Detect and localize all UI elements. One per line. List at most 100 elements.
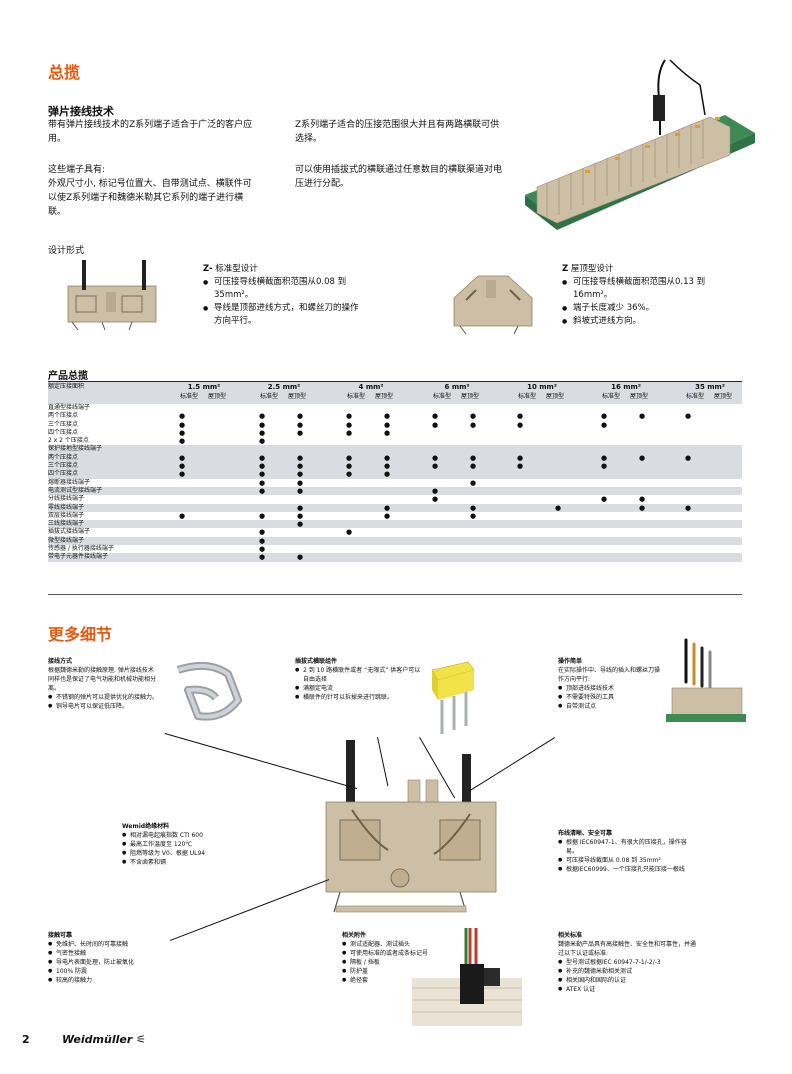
standard-bullet: 可压接导线横截面积范围从0.08 到 35mm²。: [203, 276, 363, 302]
availability-dot: ●: [258, 545, 266, 554]
product-table-title: 产品总揽: [48, 372, 742, 382]
accessories-bullet: 测试适配器、测试插头: [342, 940, 447, 949]
subheader-standard: 标准型: [259, 393, 278, 400]
size-header: 35 mm²: [695, 383, 725, 391]
wemid-bullet: 相对漏电起痕指数 CTI 600: [122, 831, 272, 840]
table-row: 零线接线端子●●●●●●: [48, 503, 742, 512]
availability-dot: ●: [383, 412, 391, 421]
availability-dot: ●: [431, 412, 439, 421]
availability-dot: ●: [383, 453, 391, 462]
subheader-roof: 屋顶型: [374, 393, 393, 400]
availability-dot: ●: [469, 478, 477, 487]
table-row: 2 x 2 个压接点●●: [48, 437, 742, 445]
operation-title: 操作简单: [558, 658, 583, 665]
operation-terminal-image: [666, 638, 746, 722]
connection-title: 接线方式: [48, 658, 73, 665]
availability-dot: ●: [296, 453, 304, 462]
roof-design-block: Z 屋顶型设计 可压接导线横截面积范围从0.13 到 16mm²。 端子长度减少…: [562, 263, 732, 328]
availability-dot: ●: [345, 470, 353, 479]
wiring-bullet: 可压接导线截面从 0.08 到 35mm²: [558, 856, 698, 865]
availability-dot: ●: [258, 528, 266, 537]
overview-para-5: 可以使用插拔式的横联通过任意数目的横联渠道对电压进行分配。: [295, 165, 503, 189]
crossconn-bullet: 满额定电流: [295, 684, 425, 693]
availability-dot: ●: [516, 462, 524, 471]
spring-tech-title: 弹片接线技术: [48, 105, 114, 118]
subheader-standard: 标准型: [346, 393, 365, 400]
availability-dot: ●: [296, 503, 304, 512]
contact-bullet: 较高的接触力: [48, 976, 178, 985]
availability-dot: ●: [516, 420, 524, 429]
availability-dot: ●: [383, 462, 391, 471]
standard-design-bullets: 可压接导线横截面积范围从0.08 到 35mm²。 导线是顶部进线方式，和螺丝刀…: [203, 276, 363, 328]
availability-dot: ●: [178, 437, 186, 446]
table-row: 传感器 / 执行器接线端子●: [48, 545, 742, 553]
subheader-standard: 标准型: [517, 393, 536, 400]
availability-dot: ●: [178, 511, 186, 520]
availability-dot: ●: [258, 420, 266, 429]
availability-dot: ●: [600, 462, 608, 471]
size-header: 2.5 mm²: [267, 383, 301, 391]
availability-dot: ●: [258, 453, 266, 462]
availability-dot: ●: [296, 511, 304, 520]
availability-dot: ●: [178, 462, 186, 471]
standards-text: 魏德米勒产品具有高接触性、安全性和可靠性，并通过以下认证或标准:: [558, 941, 697, 957]
availability-dot: ●: [345, 412, 353, 421]
section-title-details: 更多细节: [48, 625, 113, 644]
overview-para-2: 这些端子具有:: [48, 165, 106, 175]
availability-dot: ●: [600, 412, 608, 421]
availability-dot: ●: [258, 486, 266, 495]
row-label: 零线接线端子: [48, 503, 85, 511]
availability-dot: ●: [431, 495, 439, 504]
row-label: 直通型接线端子: [48, 404, 91, 411]
availability-dot: ●: [383, 511, 391, 520]
accessory-test-plug-image: [412, 928, 522, 1026]
subheader-roof: 屋顶型: [287, 393, 306, 400]
connection-text: 根据魏德米勒的接触原理, 弹片接线技术同样也是保证了电气功能和机械功能相分离。: [48, 667, 157, 692]
size-header: 1.5 mm²: [187, 383, 221, 391]
table-row: 三个压接点●●●●●●●●●: [48, 421, 742, 429]
table-row: 四个压接点●●●●●: [48, 429, 742, 437]
subheader-roof: 屋顶型: [545, 393, 564, 400]
table-body: 直通型接线端子两个压接点●●●●●●●●●●●三个压接点●●●●●●●●●四个压…: [48, 404, 742, 562]
wemid-bullet: 阻燃等级为 V0、根据 UL94: [122, 849, 272, 858]
availability-dot: ●: [258, 462, 266, 471]
availability-dot: ●: [383, 428, 391, 437]
table-row: 插拔式接线端子●●: [48, 528, 742, 536]
page-number: 2: [22, 1033, 30, 1046]
table-row: 保护接地型接线端子: [48, 445, 742, 454]
operation-bullet: 不需要特殊的工具: [558, 693, 663, 702]
wemid-bullet: 最高工作温度至 120℃: [122, 840, 272, 849]
row-label: 带电子元器件接线端子: [48, 553, 109, 561]
section-title-overview: 总揽: [48, 63, 81, 82]
wiring-title: 布线清晰、安全可靠: [558, 830, 613, 837]
table-row: 微型接线端子●: [48, 536, 742, 546]
table-row: 电流测试型接线端子●●●: [48, 486, 742, 496]
standard-terminal-image: [67, 260, 157, 331]
table-row: 四个压接点●●●●●: [48, 470, 742, 479]
standard-design-block: Z- 标准型设计 可压接导线横截面积范围从0.08 到 35mm²。 导线是顶部…: [203, 263, 363, 328]
design-heading: 设计形式: [48, 246, 85, 256]
availability-dot: ●: [684, 453, 692, 462]
availability-dot: ●: [638, 503, 646, 512]
table-row: 两个压接点●●●●●●●●●●●: [48, 412, 742, 420]
subheader-standard: 标准型: [601, 393, 620, 400]
table-row: 双层接线端子●●●●●: [48, 512, 742, 520]
cross-connector-image: [431, 661, 475, 734]
row-label: 分线接线端子: [48, 495, 85, 503]
row-label: 2 x 2 个压接点: [48, 437, 89, 445]
accessories-title: 相关附件: [342, 932, 367, 939]
row-label: 双层接线端子: [48, 511, 85, 519]
standards-bullet: 型号测试根据IEC 60947-7-1/-2/-3: [558, 958, 698, 967]
size-header: 10 mm²: [527, 383, 557, 391]
availability-dot: ●: [258, 470, 266, 479]
crossconn-title: 插拔式横联组件: [295, 658, 338, 665]
overview-para-4: Z系列端子适合的压接范围很大并且有两路横联可供选择。: [295, 120, 500, 144]
row-label: 两个压接点: [48, 453, 79, 461]
availability-dot: ●: [258, 478, 266, 487]
subheader-standard: 标准型: [685, 393, 704, 400]
availability-dot: ●: [638, 453, 646, 462]
table-row: 直通型接线端子: [48, 404, 742, 412]
contact-title: 接触可靠: [48, 932, 73, 939]
